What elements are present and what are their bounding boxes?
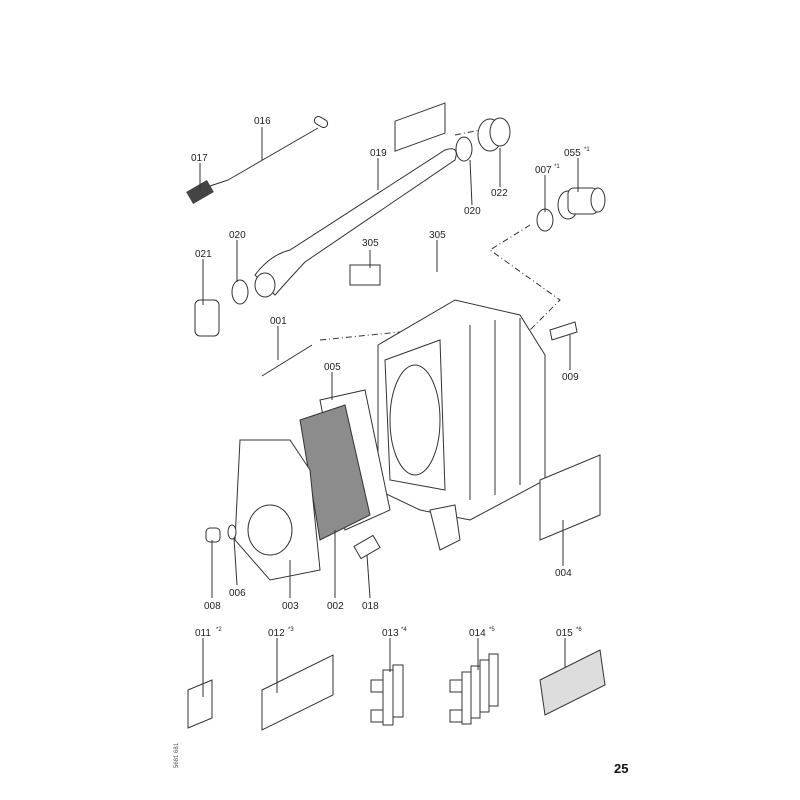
label-020: 020 [464,206,481,217]
label-022: 022 [491,188,508,199]
label-014-note: *5 [489,627,495,633]
document-number: 5681 681 [174,742,180,768]
part-022-adapter [477,117,511,152]
label-002: 002 [327,601,344,612]
part-001-bolt [261,344,313,377]
label-013: 013 [382,628,399,639]
part-009-sensor [549,321,578,341]
part-006-seal [227,524,237,540]
label-014: 014 [469,628,486,639]
label-013-note: *4 [401,627,407,633]
leader-lines [199,127,579,697]
part-305-clip [349,264,381,286]
part-008-sight-glass [205,527,221,543]
part-019-pipe [254,148,457,296]
label-011-note: *2 [216,627,222,633]
label-018: 018 [362,601,379,612]
label-015: 015 [556,628,573,639]
part-305-clip [394,102,446,152]
part-016-cleaning-rod [227,116,329,181]
part-020-clamp [455,136,473,162]
label-016: 016 [254,116,271,127]
part-014-baffle-set [449,653,499,725]
label-007-note: *1 [554,164,560,170]
label-005: 005 [324,362,341,373]
heat-exchanger-body [377,299,546,551]
label-015-note: *6 [576,627,582,633]
part-020-clamp [231,279,249,305]
label-007: 007 [535,165,552,176]
label-019: 019 [370,148,387,159]
part-021-cap [194,299,220,337]
part-007-seal [536,208,554,232]
part-019-pipe-end [254,272,276,298]
part-003-burner-door [234,439,321,581]
label-011: 011 [195,628,211,639]
label-003: 003 [282,601,299,612]
label-006: 006 [229,588,246,599]
label-008: 008 [204,601,221,612]
label-012: 012 [268,628,285,639]
label-009: 009 [562,372,579,383]
part-017-brush [186,179,229,205]
label-004: 004 [555,568,572,579]
part-012-baffle [261,654,334,731]
part-004-plate [539,454,601,541]
label-021: 021 [195,249,212,260]
assembly-axis-line [454,129,481,136]
label-001: 001 [270,316,287,327]
label-055: 055 [564,148,581,159]
part-011-baffle [187,679,213,729]
part-018-valve [353,534,381,560]
part-labels: 016 017 019 020 022 007 *1 055 *1 305 30… [191,116,590,639]
part-013-baffle-set [370,664,404,726]
part-055-connector [557,187,606,220]
label-055-note: *1 [584,147,590,153]
label-305: 305 [429,230,446,241]
label-017: 017 [191,153,208,164]
page-number: 25 [614,761,628,776]
label-012-note: *3 [288,627,294,633]
label-305: 305 [362,238,379,249]
label-020: 020 [229,230,246,241]
part-015-turbulator [539,649,606,716]
